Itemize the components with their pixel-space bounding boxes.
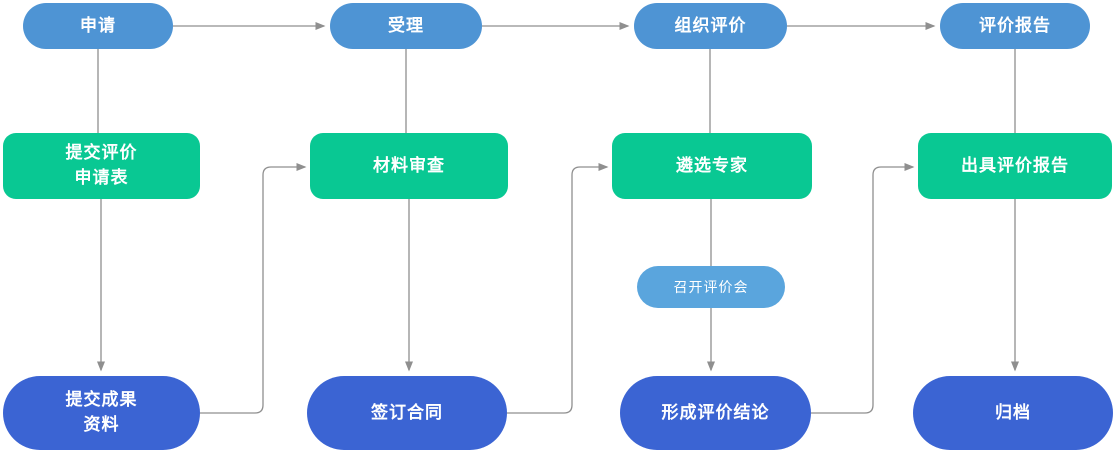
node-stage-evaluation-report: 评价报告 — [940, 3, 1090, 49]
node-label: 出具评价报告 — [961, 155, 1069, 175]
node-process-material-review: 材料审查 — [310, 133, 508, 199]
node-result-sign-contract: 签订合同 — [307, 376, 507, 450]
node-process-select-experts: 遴选专家 — [612, 133, 812, 199]
node-label: 签订合同 — [371, 402, 443, 422]
node-stage-organize-evaluation: 组织评价 — [634, 3, 787, 49]
node-label: 评价报告 — [979, 15, 1051, 35]
node-result-archive: 归档 — [913, 376, 1113, 450]
node-label: 形成评价结论 — [661, 402, 770, 422]
arrow-materials-to-review — [200, 163, 307, 414]
arrow-conclusion-to-issue — [811, 163, 915, 414]
node-label: 归档 — [995, 402, 1031, 422]
node-label: 组织评价 — [674, 15, 747, 35]
node-stage-apply: 申请 — [23, 3, 173, 49]
arrow-contract-to-experts — [507, 163, 609, 414]
node-process-issue-evaluation-report: 出具评价报告 — [918, 133, 1112, 199]
node-label: 提交成果 资料 — [65, 390, 138, 434]
node-hold-evaluation-meeting: 召开评价会 — [637, 266, 785, 308]
node-stage-accept: 受理 — [330, 3, 482, 49]
node-label: 申请 — [80, 15, 116, 35]
node-label: 遴选专家 — [676, 155, 748, 175]
node-label: 提交评价 申请表 — [65, 143, 138, 187]
node-result-submit-achievement-materials: 提交成果 资料 — [3, 376, 200, 450]
node-result-form-evaluation-conclusion: 形成评价结论 — [620, 376, 811, 450]
node-label: 受理 — [388, 15, 424, 35]
node-label: 材料审查 — [373, 155, 445, 175]
node-process-submit-application-form: 提交评价 申请表 — [3, 133, 200, 199]
node-label: 召开评价会 — [673, 278, 749, 295]
